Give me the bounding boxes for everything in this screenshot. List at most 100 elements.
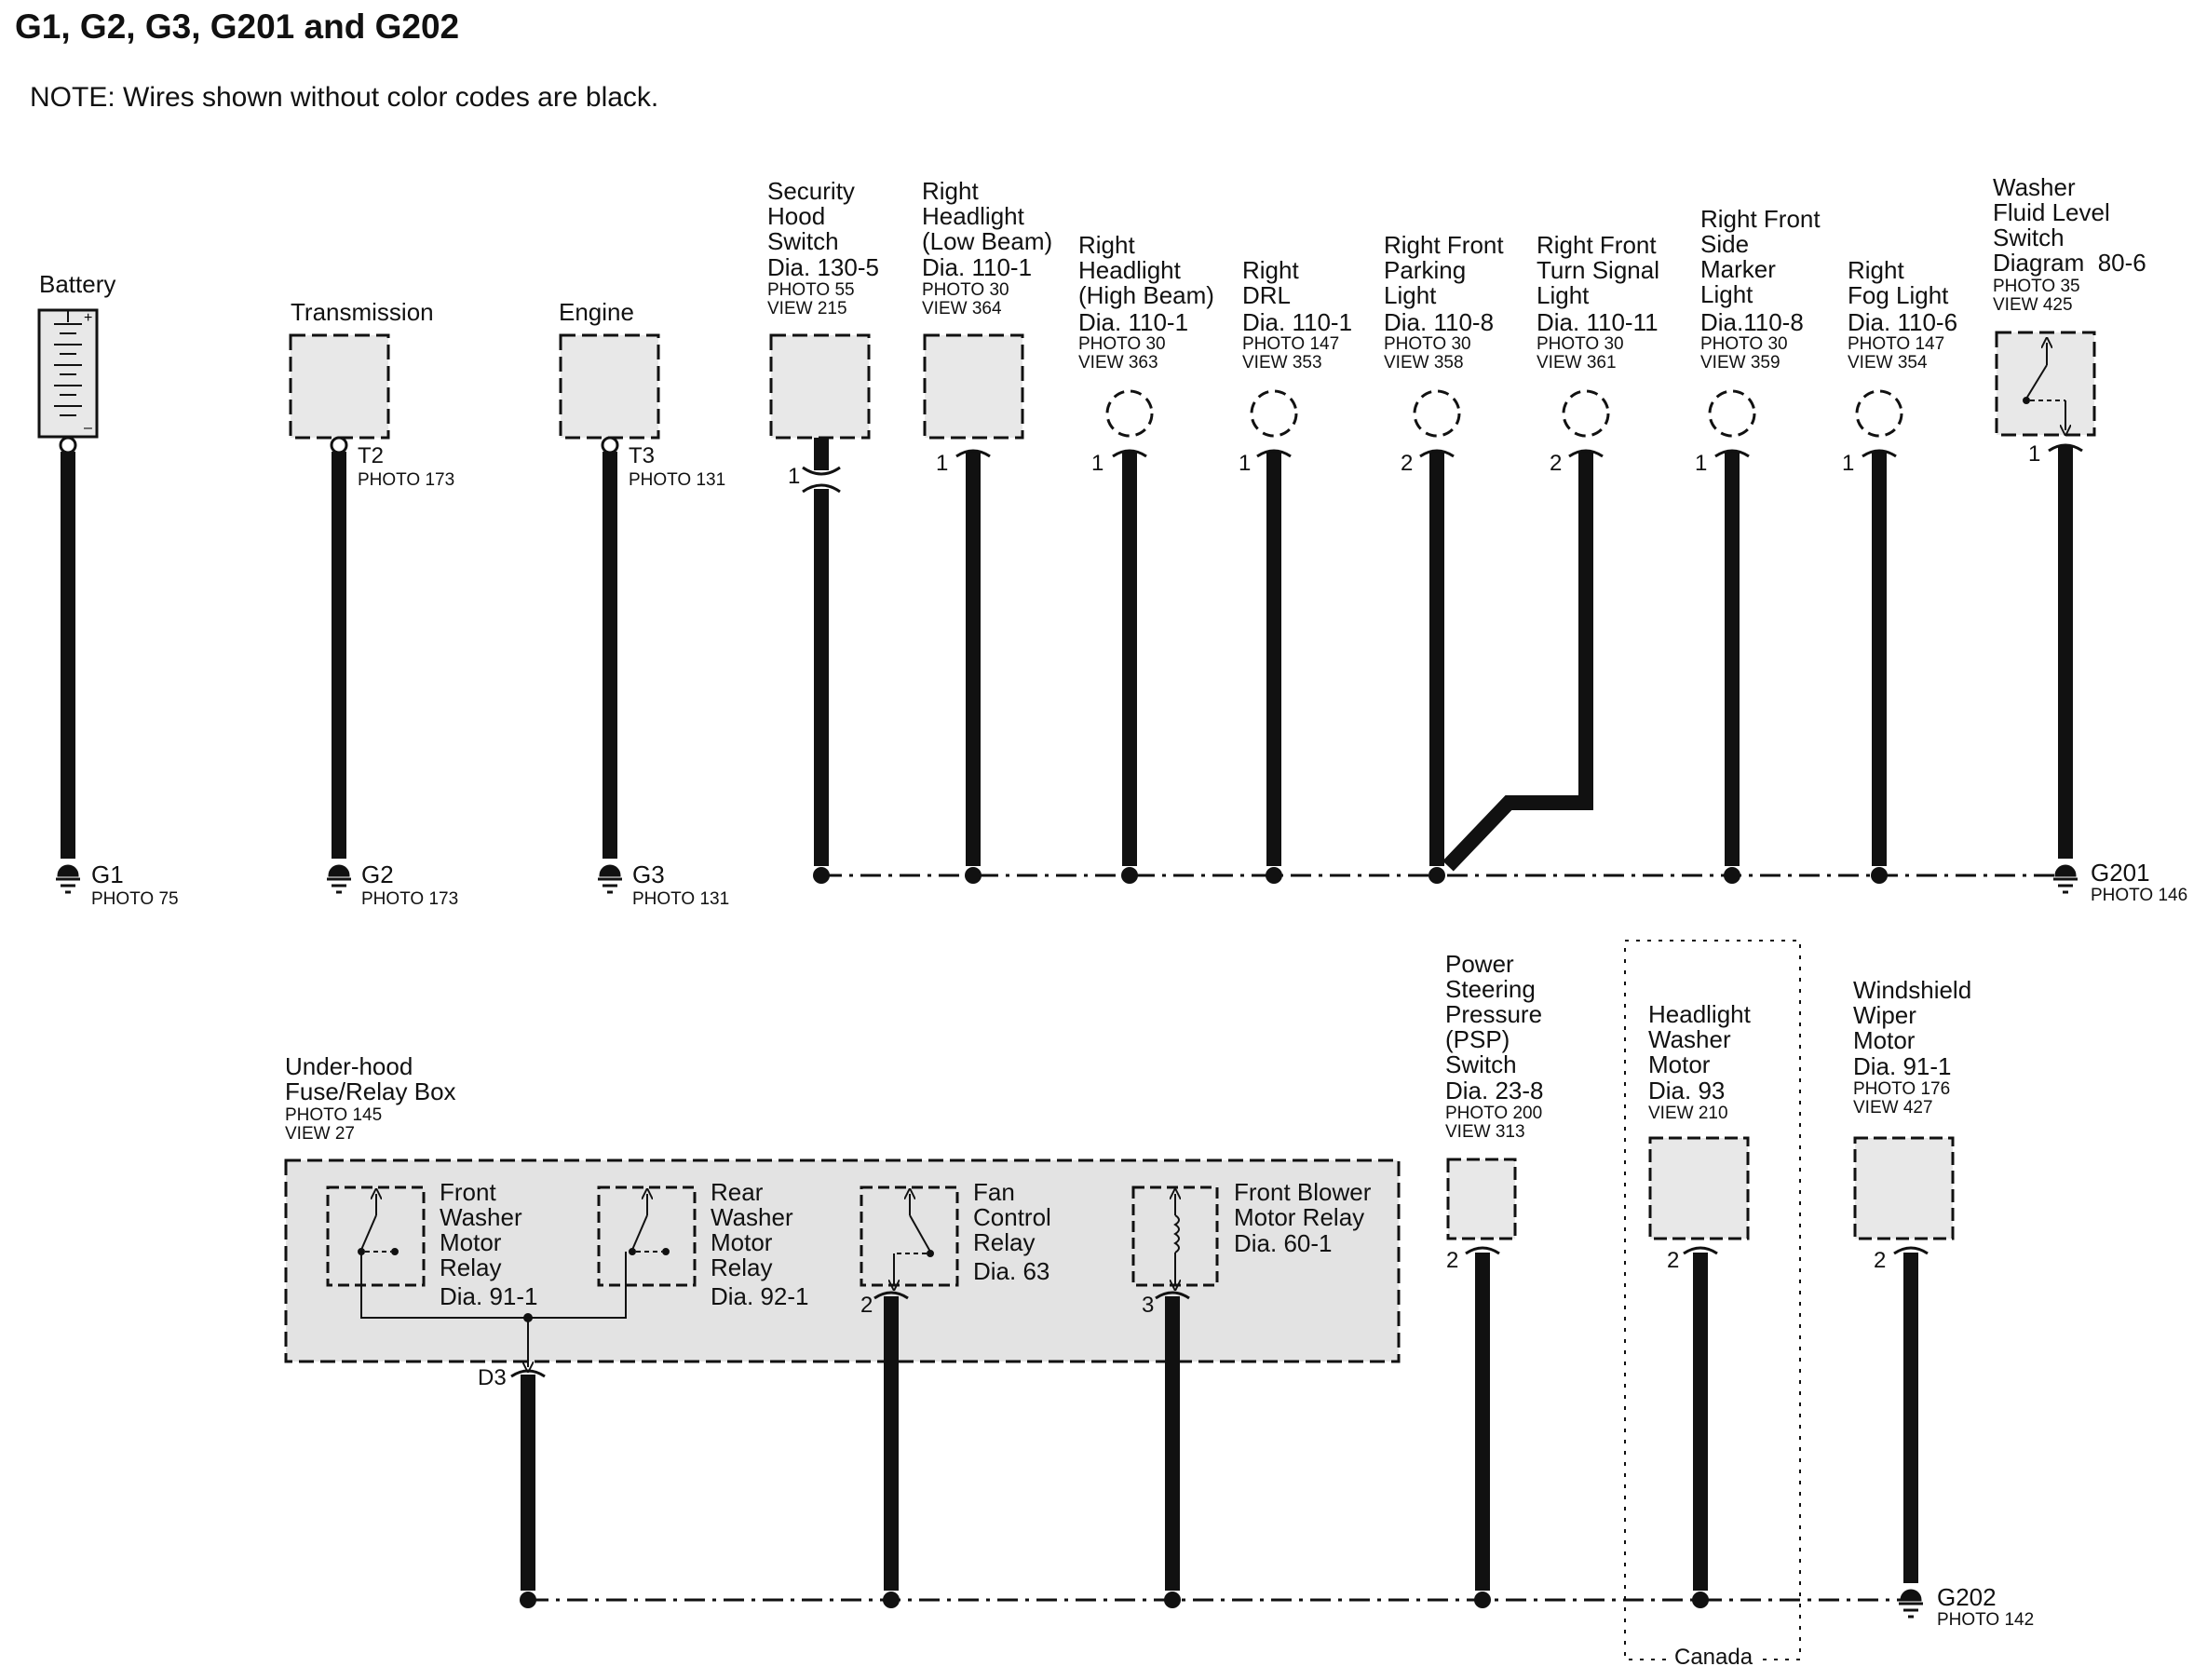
fog-view: VIEW 354 <box>1848 353 1928 373</box>
security-hood-switch-label: Security Hood Switch <box>767 177 855 255</box>
g2-photo: PHOTO 173 <box>361 889 459 909</box>
g1-photo: PHOTO 75 <box>91 889 179 909</box>
drl-photo: PHOTO 147 <box>1242 334 1340 354</box>
headlight-low-pin: 1 <box>936 451 949 476</box>
transmission-box <box>289 333 390 440</box>
turn-signal-label: Right Front Turn Signal Light <box>1537 231 1659 309</box>
psp-switch-pin: 2 <box>1446 1248 1459 1273</box>
g202-label: G202 <box>1937 1583 1997 1611</box>
transmission-terminal: T2 <box>358 443 385 468</box>
fan-relay-label: Fan Control Relay <box>973 1178 1051 1256</box>
side-marker-pin: 1 <box>1695 451 1708 476</box>
front-washer-relay-dia: Dia. 91-1 <box>440 1282 538 1310</box>
security-hood-switch-pin: 1 <box>788 464 801 489</box>
side-marker-label: Right Front Side Marker Light <box>1700 205 1821 308</box>
headlight-low-dia: Dia. 110-1 <box>922 253 1033 281</box>
svg-text:–: – <box>84 420 92 436</box>
fog-photo: PHOTO 147 <box>1848 334 1945 354</box>
side-marker-dia: Dia.110-8 <box>1700 308 1804 336</box>
g3-label: G3 <box>632 860 665 888</box>
security-hood-switch-box <box>769 333 871 440</box>
headlight-low-beam-box <box>923 333 1024 440</box>
parking-pin: 2 <box>1401 451 1414 476</box>
fog-dia: Dia. 110-6 <box>1848 308 1958 336</box>
psp-switch-box <box>1446 1158 1517 1240</box>
fog-label: Right Fog Light <box>1848 256 1949 309</box>
headlight-high-view: VIEW 363 <box>1078 353 1158 373</box>
turn-signal-view: VIEW 361 <box>1537 353 1617 373</box>
security-hood-switch-photo: PHOTO 55 <box>767 280 855 300</box>
transmission-label: Transmission <box>291 298 434 326</box>
washer-switch-view: VIEW 425 <box>1993 295 2073 315</box>
headlight-washer-motor-view: VIEW 210 <box>1648 1104 1728 1123</box>
g2-label: G2 <box>361 860 394 888</box>
transmission-photo: PHOTO 173 <box>358 470 455 490</box>
g1-label: G1 <box>91 860 124 888</box>
psp-switch-dia: Dia. 23-8 <box>1445 1077 1544 1104</box>
underhood-box-label: Under-hood Fuse/Relay Box <box>285 1052 456 1105</box>
headlight-low-label: Right Headlight (Low Beam) <box>922 177 1053 255</box>
security-hood-switch-view: VIEW 215 <box>767 299 847 318</box>
fog-pin: 1 <box>1842 451 1855 476</box>
washer-switch-label: Washer Fluid Level Switch Diagram 80-6 <box>1993 173 2146 277</box>
drl-label: Right DRL <box>1242 256 1299 309</box>
headlight-high-dia: Dia. 110-1 <box>1078 308 1189 336</box>
g3-photo: PHOTO 131 <box>632 889 730 909</box>
washer-switch-pin: 1 <box>2028 441 2041 467</box>
wiper-motor-pin: 2 <box>1874 1248 1887 1273</box>
blower-relay-label: Front Blower Motor Relay <box>1234 1178 1372 1231</box>
drl-bulb-icon <box>1250 389 1298 438</box>
psp-switch-label: Power Steering Pressure (PSP) Switch <box>1445 950 1543 1078</box>
wiper-motor-view: VIEW 427 <box>1853 1098 1933 1118</box>
headlight-high-label: Right Headlight (High Beam) <box>1078 231 1214 309</box>
washer-switch-photo: PHOTO 35 <box>1993 277 2080 296</box>
windshield-wiper-motor-box <box>1853 1136 1955 1240</box>
bottom-wires <box>521 1253 1918 1591</box>
front-washer-relay-label: Front Washer Motor Relay <box>440 1178 522 1281</box>
wiper-motor-dia: Dia. 91-1 <box>1853 1052 1952 1080</box>
underhood-box-view: VIEW 27 <box>285 1124 355 1144</box>
psp-switch-view: VIEW 313 <box>1445 1122 1525 1142</box>
side-marker-photo: PHOTO 30 <box>1700 334 1788 354</box>
wiper-motor-label: Windshield Wiper Motor <box>1853 976 1972 1054</box>
drl-view: VIEW 353 <box>1242 353 1322 373</box>
battery-symbol: + – <box>37 308 99 439</box>
wiper-motor-photo: PHOTO 176 <box>1853 1079 1951 1099</box>
fan-relay-pin: 2 <box>860 1293 873 1318</box>
side-marker-view: VIEW 359 <box>1700 353 1780 373</box>
underhood-box-photo: PHOTO 145 <box>285 1105 383 1125</box>
parking-bulb-icon <box>1413 389 1461 438</box>
side-marker-bulb-icon <box>1708 389 1756 438</box>
top-wires <box>61 438 2073 872</box>
fog-bulb-icon <box>1855 389 1903 438</box>
security-hood-switch-dia: Dia. 130-5 <box>767 253 879 281</box>
canada-label: Canada <box>1667 1645 1761 1671</box>
ground-icons <box>56 864 2078 1619</box>
washer-fluid-switch-box <box>1995 331 2096 437</box>
headlight-washer-motor-box <box>1648 1136 1750 1240</box>
underhood-box-terminal: D3 <box>478 1365 507 1390</box>
engine-label: Engine <box>559 298 634 326</box>
parking-view: VIEW 358 <box>1384 353 1464 373</box>
washer-switch-internals <box>2023 343 2065 430</box>
engine-box <box>559 333 660 440</box>
headlight-washer-motor-pin: 2 <box>1667 1248 1680 1273</box>
g201-photo: PHOTO 146 <box>2091 886 2188 905</box>
page-title: G1, G2, G3, G201 and G202 <box>15 7 460 46</box>
rear-washer-relay-dia: Dia. 92-1 <box>711 1282 809 1310</box>
headlight-washer-motor-label: Headlight Washer Motor <box>1648 1000 1751 1078</box>
blower-relay-pin: 3 <box>1142 1293 1155 1318</box>
headlight-washer-motor-dia: Dia. 93 <box>1648 1077 1726 1104</box>
parking-label: Right Front Parking Light <box>1384 231 1504 309</box>
engine-terminal: T3 <box>629 443 656 468</box>
battery-label: Battery <box>39 270 116 298</box>
high-beam-bulb-icon <box>1105 389 1154 438</box>
blower-relay-dia: Dia. 60-1 <box>1234 1229 1333 1257</box>
rear-washer-relay-label: Rear Washer Motor Relay <box>711 1178 793 1281</box>
headlight-high-photo: PHOTO 30 <box>1078 334 1166 354</box>
engine-photo: PHOTO 131 <box>629 470 726 490</box>
headlight-low-view: VIEW 364 <box>922 299 1002 318</box>
headlight-high-pin: 1 <box>1091 451 1104 476</box>
page-note: NOTE: Wires shown without color codes ar… <box>30 82 659 113</box>
g201-label: G201 <box>2091 859 2150 887</box>
